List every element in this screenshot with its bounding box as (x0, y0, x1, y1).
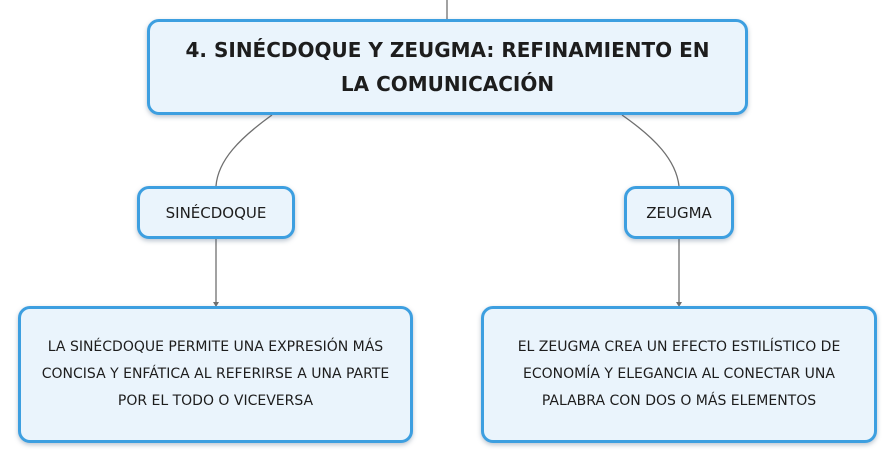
root-topic-node[interactable]: 4. SINÉCDOQUE Y ZEUGMA: REFINAMIENTO EN … (147, 19, 748, 115)
connector-root-to-sinecdoque (215, 114, 273, 187)
branch-label-zeugma: ZEUGMA (646, 203, 712, 222)
detail-node-zeugma[interactable]: EL ZEUGMA CREA UN EFECTO ESTILÍSTICO DE … (481, 306, 877, 443)
arrowhead-zeugma-detail (676, 302, 682, 307)
detail-text-sinecdoque: LA SINÉCDOQUE PERMITE UNA EXPRESIÓN MÁS … (41, 339, 390, 409)
detail-node-sinecdoque[interactable]: LA SINÉCDOQUE PERMITE UNA EXPRESIÓN MÁS … (18, 306, 413, 443)
arrowhead-sinecdoque-detail (213, 302, 219, 307)
root-topic-title: 4. SINÉCDOQUE Y ZEUGMA: REFINAMIENTO EN … (185, 38, 710, 96)
detail-text-zeugma: EL ZEUGMA CREA UN EFECTO ESTILÍSTICO DE … (517, 339, 841, 409)
branch-label-sinecdoque: SINÉCDOQUE (165, 203, 267, 222)
branch-node-sinecdoque[interactable]: SINÉCDOQUE (137, 186, 295, 239)
connector-root-to-zeugma (621, 114, 680, 187)
branch-node-zeugma[interactable]: ZEUGMA (624, 186, 734, 239)
